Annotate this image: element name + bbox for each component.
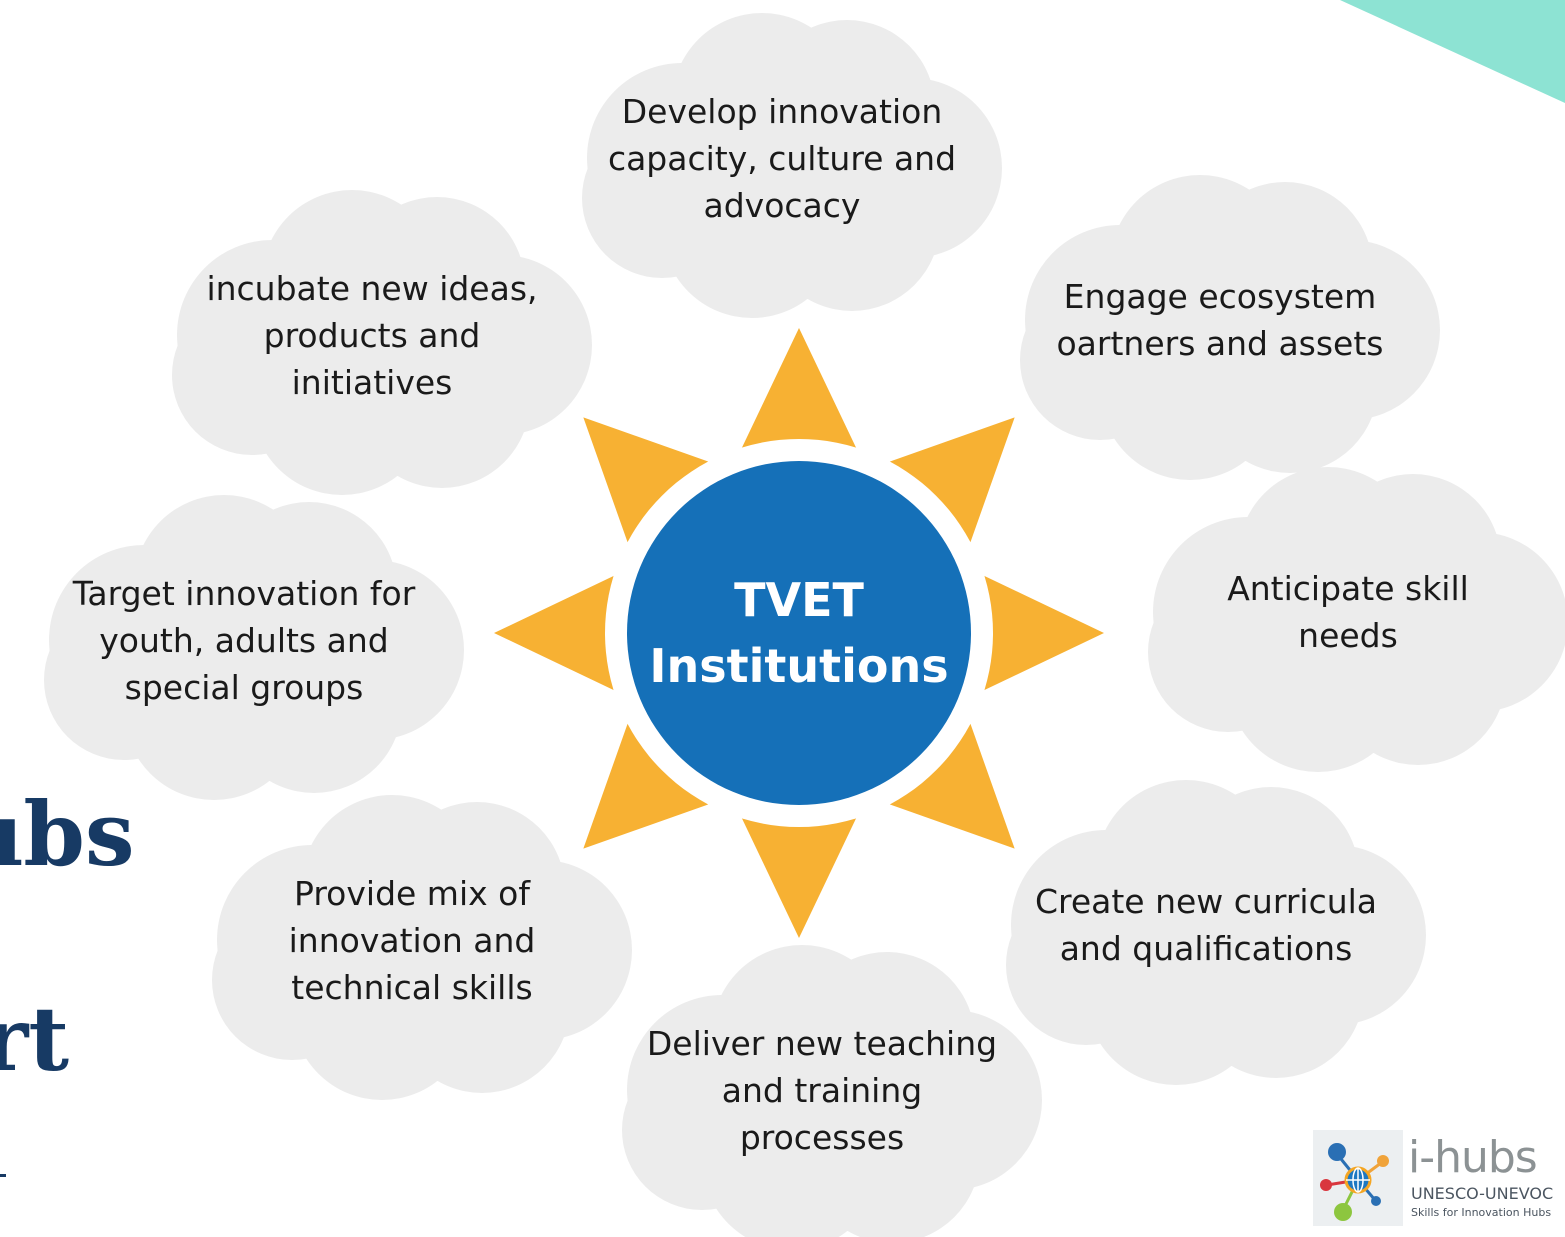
background-title-line-2: rt [0, 987, 70, 1091]
sun-ray [583, 417, 720, 554]
cloud-develop-innovation-text: Develop innovation capacity, culture and… [607, 91, 957, 225]
sun-ray [737, 808, 861, 938]
background-title-line-1: ıbs [0, 782, 135, 886]
cloud-engage-ecosystem: Engage ecosystem oartners and assets [990, 170, 1450, 480]
logo-name: i-hubs [1408, 1132, 1538, 1183]
logo-tagline: Skills for Innovation Hubs [1411, 1206, 1552, 1219]
cloud-anticipate-skill-text: Anticipate skill needs [1227, 569, 1469, 655]
sun-ray [878, 712, 1015, 849]
center-label-line-2: Institutions [649, 639, 949, 693]
cloud-develop-innovation: Develop innovation capacity, culture and… [552, 8, 1012, 318]
logo-organization: UNESCO-UNEVOC [1411, 1184, 1554, 1203]
i-hubs-logo: i-hubs UNESCO-UNEVOC Skills for Innovati… [1313, 1130, 1565, 1226]
cloud-target-innovation-text: Target innovation for youth, adults and … [72, 573, 416, 707]
network-nodes-icon [1313, 1130, 1403, 1226]
cloud-incubate-ideas-text: incubate new ideas, products and initiat… [206, 268, 538, 402]
center-circle [627, 461, 971, 805]
sun-ray [878, 417, 1015, 554]
sun-ray [583, 712, 720, 849]
sun-ray [974, 571, 1104, 695]
sun-rays [494, 328, 1104, 938]
cloud-deliver-teaching: Deliver new teaching and training proces… [592, 940, 1052, 1237]
center-label-line-1: TVET [734, 573, 864, 627]
background-title-underline [0, 1174, 6, 1177]
cloud-target-innovation: Target innovation for youth, adults and … [14, 490, 474, 800]
cloud-anticipate-skill: Anticipate skill needs [1118, 462, 1565, 772]
cloud-create-curricula-text: Create new curricula and qualifications [1034, 882, 1378, 968]
cloud-create-curricula: Create new curricula and qualifications [976, 775, 1436, 1085]
cloud-deliver-teaching-text: Deliver new teaching and training proces… [646, 1023, 998, 1157]
center-label: TVET Institutions [629, 463, 969, 803]
cloud-incubate-ideas: incubate new ideas, products and initiat… [142, 185, 602, 495]
sun-ray [737, 328, 861, 458]
cloud-engage-ecosystem-text: Engage ecosystem oartners and assets [1056, 277, 1384, 363]
cloud-provide-mix-text: Provide mix of innovation and technical … [288, 873, 536, 1007]
sun-ray [494, 571, 624, 695]
cloud-provide-mix: Provide mix of innovation and technical … [182, 790, 642, 1100]
